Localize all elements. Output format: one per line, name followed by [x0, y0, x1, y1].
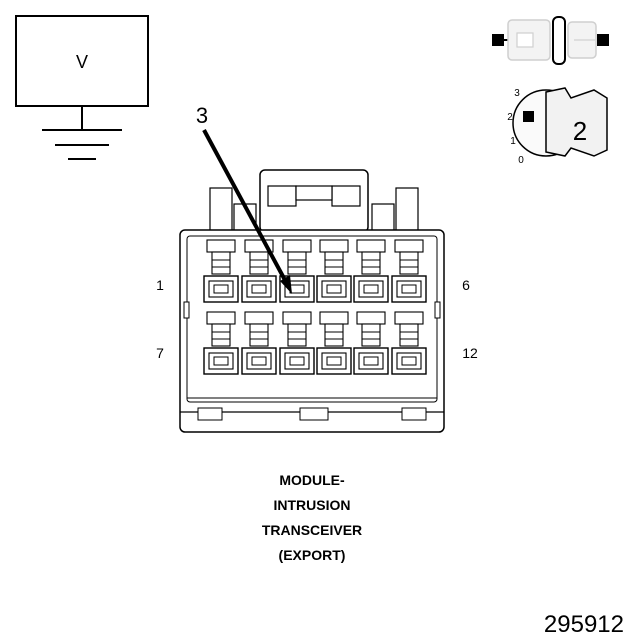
cavity-3 [279, 239, 315, 303]
cavity-12 [391, 311, 427, 375]
figure-number: 295912 [544, 611, 624, 638]
cavity-11 [353, 311, 389, 375]
cavity-2 [241, 239, 277, 303]
cavity-10 [316, 311, 352, 375]
callout-number: 3 [196, 103, 208, 128]
cavity-7 [203, 311, 239, 375]
key-switch-icon: 3 2 1 0 2 [507, 87, 608, 166]
connector-cavities [203, 239, 427, 375]
voltmeter-symbol: V [15, 15, 149, 160]
probe-connector-icon [492, 16, 609, 65]
cavity-5 [353, 239, 389, 303]
caption-line-4: (EXPORT) [279, 547, 346, 563]
cavity-9 [279, 311, 315, 375]
key-selected-position: 2 [573, 116, 587, 146]
callout-arrow [202, 129, 292, 294]
pin-label-1: 1 [156, 277, 164, 293]
cavity-4 [316, 239, 352, 303]
pin-label-12: 12 [462, 345, 478, 361]
cavity-6 [391, 239, 427, 303]
caption-line-2: INTRUSION [274, 497, 351, 513]
cavity-1 [203, 239, 239, 303]
caption-line-3: TRANSCEIVER [262, 522, 362, 538]
key-position-3: 3 [514, 88, 520, 99]
cavity-8 [241, 311, 277, 375]
voltmeter-label: V [76, 52, 88, 72]
key-position-1: 1 [510, 136, 516, 147]
pin-label-6: 6 [462, 277, 470, 293]
key-position-0: 0 [518, 155, 524, 166]
pin-label-7: 7 [156, 345, 164, 361]
key-position-2: 2 [507, 112, 513, 123]
caption-line-1: MODULE- [279, 472, 345, 488]
